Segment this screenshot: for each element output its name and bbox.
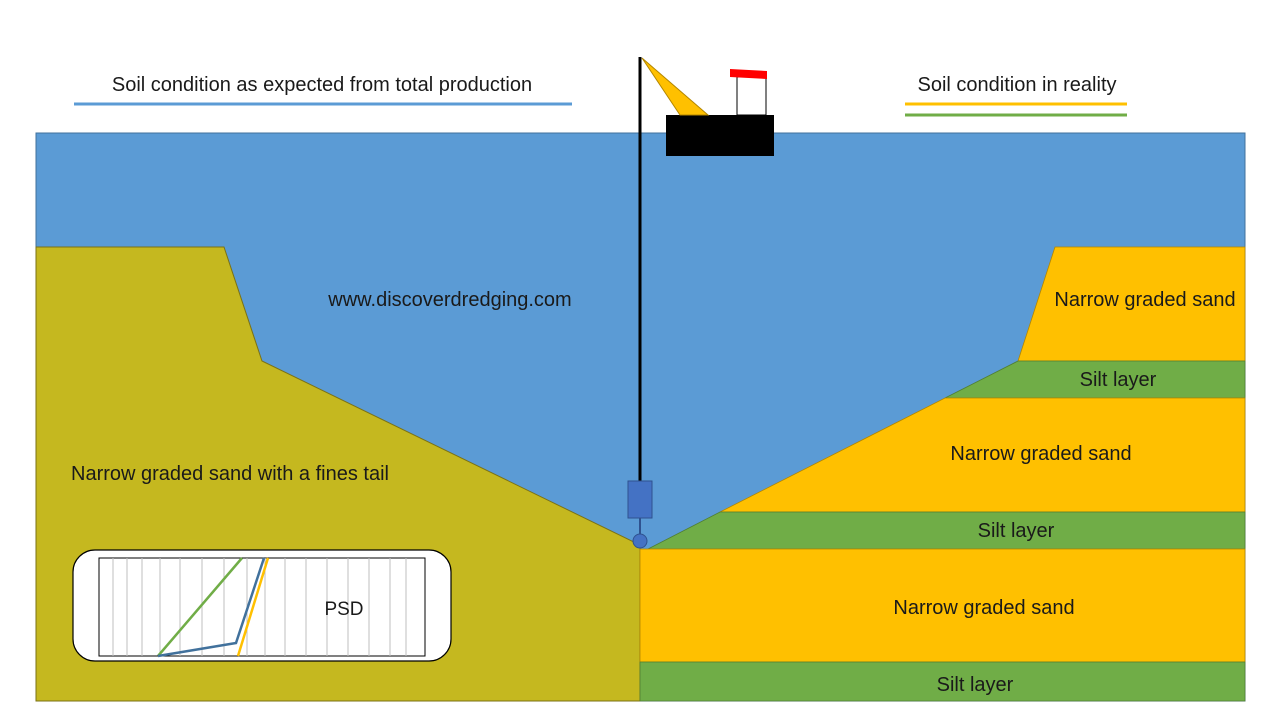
psd-curve-sand: [236, 557, 270, 657]
psd-curve-total: [157, 557, 266, 658]
heading-reality: Soil condition in reality: [918, 74, 1117, 96]
right-layer-label-4: Silt layer: [978, 520, 1055, 542]
right-layer-label-3: Narrow graded sand: [950, 443, 1131, 465]
vessel-hull: [666, 115, 774, 156]
right-layer-label-2: Silt layer: [1080, 369, 1157, 391]
dredge-pump: [627, 480, 653, 519]
psd-plot-area: [98, 557, 426, 657]
vessel-flag: [730, 69, 767, 79]
watermark-url: www.discoverdredging.com: [327, 289, 571, 311]
dredging-vessel: [627, 57, 774, 549]
psd-curve-silt: [157, 557, 243, 657]
right-layer-label-1: Narrow graded sand: [1054, 289, 1235, 311]
crane-arm: [641, 57, 710, 116]
psd-gridlines: [112, 558, 407, 656]
dredge-head: [632, 533, 648, 549]
heading-expected: Soil condition as expected from total pr…: [112, 74, 532, 96]
right-layer-silt-3: [639, 661, 1246, 702]
vessel-cabin: [736, 76, 767, 116]
right-layer-label-5: Narrow graded sand: [893, 597, 1074, 619]
right-layer-silt-2: [647, 511, 1246, 550]
right-layer-label-6: Silt layer: [937, 674, 1014, 696]
left-soil-label: Narrow graded sand with a fines tail: [71, 463, 389, 485]
psd-inset: PSD: [72, 549, 452, 662]
psd-label: PSD: [324, 599, 363, 620]
